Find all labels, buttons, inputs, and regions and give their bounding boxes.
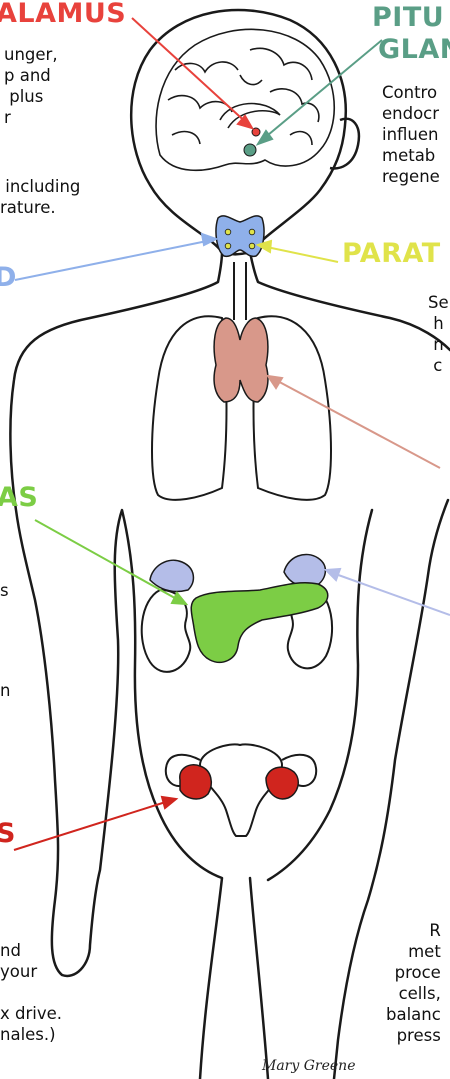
pituitary-gland: [244, 144, 256, 156]
arrowhead-pancreas: [172, 593, 186, 604]
thyroid-label: D: [0, 262, 17, 293]
arrow-thyroid: [15, 240, 212, 280]
arrow-pancreas: [35, 520, 182, 602]
arrow-thymus: [272, 378, 440, 468]
brain-fold-5: [172, 132, 200, 144]
brain-fold-6: [290, 132, 312, 145]
pancreas-description-fragment: s: [0, 580, 9, 601]
ovaries-label: S: [0, 818, 16, 849]
right-adrenal: [284, 554, 325, 586]
trachea: [234, 262, 246, 320]
parathyroid-dot-3: [225, 243, 231, 249]
arrowhead-adrenal: [326, 569, 340, 580]
thymus-gland: [214, 318, 268, 402]
arrow-ovaries: [14, 800, 172, 850]
parathyroid-description: Se h n c: [428, 292, 449, 376]
hypothalamus-description: unger, p and plus r: [4, 44, 58, 128]
brain-fold-4: [270, 89, 319, 122]
adrenal-description: R met proce cells, balanc press: [386, 920, 441, 1046]
brain-fold-2: [250, 48, 312, 80]
arrow-parathyroid: [262, 246, 338, 262]
parathyroid-dot-4: [249, 243, 255, 249]
hypothalamus-label: ALAMUS: [0, 0, 126, 29]
artist-signature: Mary Greene: [262, 1058, 355, 1074]
arrow-hypothalamus: [132, 18, 250, 126]
pancreas-description-fragment-2: n: [0, 680, 10, 701]
brain-fold-3: [168, 96, 232, 112]
brain-fold-7: [240, 75, 262, 85]
right-ovary: [266, 767, 298, 799]
pituitary-label-line2: GLAN: [378, 34, 450, 65]
left-ovary: [180, 765, 211, 799]
temperature-description: including rature.: [0, 176, 80, 218]
parathyroid-dot-2: [249, 229, 255, 235]
pancreas-label: AS: [0, 482, 38, 513]
arrowhead-thymus: [268, 376, 282, 388]
arrow-pituitary: [262, 40, 382, 140]
pituitary-description: Contro endocr influen metab regene: [382, 82, 440, 187]
thyroid-gland: [216, 216, 264, 257]
pancreas-gland: [191, 583, 328, 663]
pituitary-label-line1: PITU: [372, 2, 444, 33]
parathyroid-label: PARAT: [342, 238, 441, 269]
arrow-adrenal: [330, 572, 450, 615]
ovaries-description: nd your x drive. nales.): [0, 940, 62, 1045]
parathyroid-dot-1: [225, 229, 231, 235]
arrowhead-ovaries: [162, 797, 176, 808]
